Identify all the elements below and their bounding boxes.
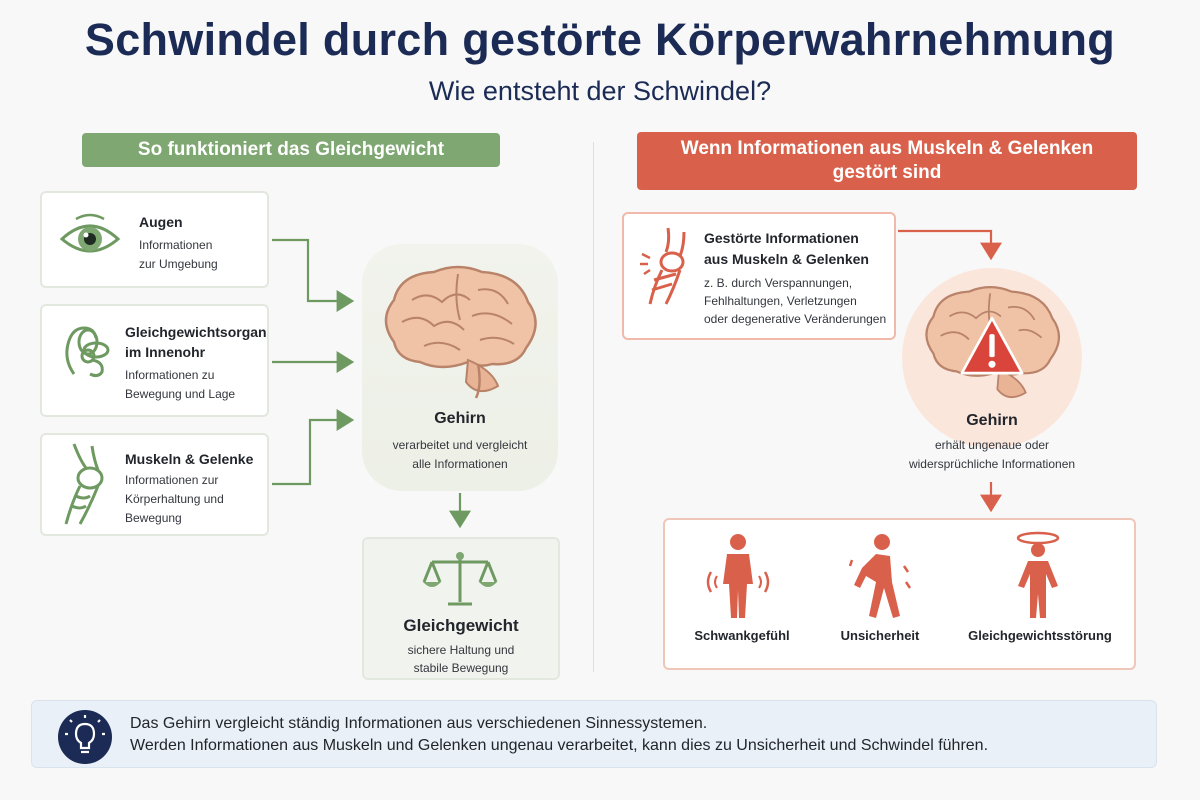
symptom-insecurity: Unsicherheit <box>840 628 920 643</box>
card-muscles-text1: Informationen zur <box>125 473 219 487</box>
brain-icon <box>384 265 537 399</box>
lightbulb-icon <box>58 710 112 764</box>
disturbed-title2: aus Muskeln & Gelenken <box>704 251 869 267</box>
dizzy-person-icon <box>1016 531 1060 618</box>
inner-ear-icon <box>65 326 110 378</box>
card-ear-text1: Informationen zu <box>125 368 215 382</box>
banner-balance-function: So funktioniert das Gleichgewicht <box>82 133 500 167</box>
disturbed-title1: Gestörte Informationen <box>704 230 859 246</box>
symptom-balance-disorder: Gleichgewichtsstörung <box>968 628 1112 643</box>
subtitle: Wie entsteht der Schwindel? <box>428 76 772 106</box>
disturbed-text1: z. B. durch Verspannungen, <box>704 276 853 290</box>
balance-title: Gleichgewicht <box>403 616 519 635</box>
info-footer <box>31 700 1157 768</box>
unsteady-person-icon <box>848 534 912 618</box>
banner-disturbed-info: Wenn Informationen aus Muskeln & Gelenke… <box>637 132 1137 190</box>
card-eyes-text1: Informationen <box>139 238 213 252</box>
red-arrows <box>898 229 1002 513</box>
brain-left-text: verarbeitet und vergleicht alle Informat… <box>392 438 528 471</box>
card-ear-title2: im Innenohr <box>125 344 206 360</box>
knee-joint-icon <box>64 443 104 525</box>
brain-right-title: Gehirn <box>966 412 1018 429</box>
card-eyes-title: Augen <box>139 214 183 230</box>
scale-icon <box>422 552 498 606</box>
card-inner-ear <box>40 304 269 417</box>
disturbed-text2: Fehlhaltungen, Verletzungen <box>704 294 857 308</box>
injured-knee-icon <box>640 227 686 305</box>
footer-text: Das Gehirn vergleicht ständig Informatio… <box>130 713 988 757</box>
footer-line-1: Das Gehirn vergleicht ständig Informatio… <box>130 715 708 732</box>
disturbed-text3: oder degenerative Veränderungen <box>704 312 887 326</box>
card-eyes-text2: zur Umgebung <box>139 257 218 271</box>
balance-text: sichere Haltung und stabile Bewegung <box>407 643 515 675</box>
card-ear-text2: Bewegung und Lage <box>125 387 236 401</box>
main-title: Schwindel durch gestörte Körperwahrnehmu… <box>84 14 1116 65</box>
symptom-swaying: Schwankgefühl <box>694 628 790 643</box>
card-muscles-title: Muskeln & Gelenke <box>125 451 254 467</box>
section-divider <box>593 142 594 672</box>
card-muscles-text3: Bewegung <box>125 511 182 525</box>
eye-icon <box>59 213 121 253</box>
card-muscles-text2: Körperhaltung und <box>125 492 224 506</box>
brain-right-text: erhält ungenaue oder widersprüchliche In… <box>908 438 1076 471</box>
swaying-person-icon <box>706 534 770 618</box>
footer-line-2: Werden Informationen aus Muskeln und Gel… <box>130 737 989 754</box>
card-ear-title: Gleichgewichtsorgan <box>125 324 267 340</box>
brain-warning-icon <box>925 286 1061 399</box>
brain-left-title: Gehirn <box>434 410 486 427</box>
green-arrows <box>272 238 471 529</box>
card-muscles-joints <box>40 433 269 536</box>
